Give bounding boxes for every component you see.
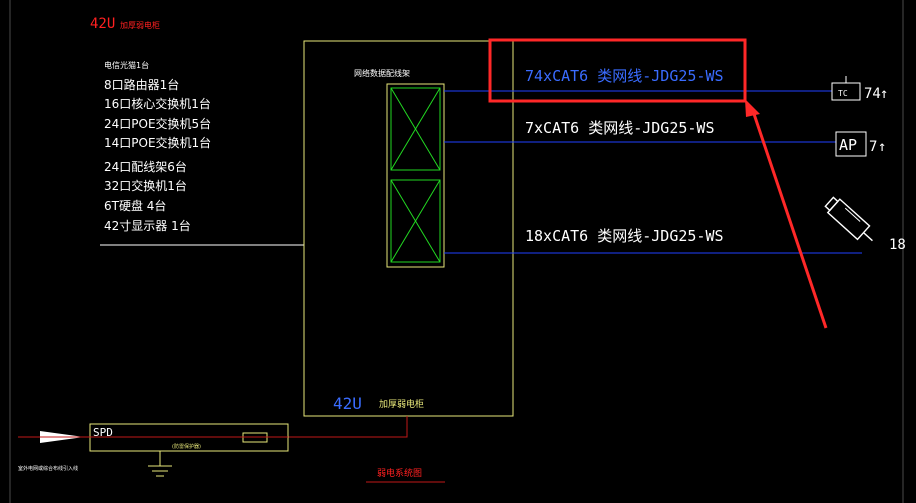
equipment-list: 电信光猫1台 8口路由器1台 16口核心交换机1台 24口POE交换机5台 14… [104,60,211,233]
cabinet-outline [303,40,514,417]
arrow-shaft [750,107,828,329]
incoming-note: 室外电网或综合布线引入线 [18,465,78,472]
rack-frame [386,83,445,268]
equipment-item: 24口配线架6台 [104,159,187,174]
ap-icon [835,131,867,157]
equipment-item: 14口POE交换机1台 [104,135,211,150]
patch-panel-rack [386,83,445,268]
spd-sublabel: (防雷保护器) [172,443,201,450]
tc-up-arrow-icon: ↑ [880,86,888,102]
ap-count: 7 [869,139,877,155]
top-title-size: 42U [90,16,115,32]
diagram-caption: 弱电系统图 [377,467,422,479]
equipment-item: 42寸显示器 1台 [104,218,191,233]
top-title-name: 加厚弱电柜 [120,20,160,30]
top-title: 42U 加厚弱电柜 [90,16,160,32]
equipment-item: 16口核心交换机1台 [104,96,211,111]
cable-label-3: 18xCAT6 类网线-JDG25-WS [525,227,724,245]
highlight-box [488,38,747,103]
patch-panel-lower [390,179,441,263]
equipment-item: 6T硬盘 4台 [104,198,166,213]
equipment-item: 8口路由器1台 [104,77,179,92]
spd-label: SPD [93,426,113,439]
ground-icon [148,451,172,477]
ap-up-arrow-icon: ↑ [878,139,886,155]
patch-panel-upper [390,87,441,171]
patch-panel-lower-cross [390,179,441,263]
camera-icon [824,196,873,242]
cabinet-name-label: 加厚弱电柜 [379,398,424,410]
power-feed-line [288,416,408,438]
camera-lens [824,196,839,212]
endpoint-tc: TC 74 ↑ [831,76,888,102]
arrow-head [745,99,760,117]
cable-label-1: 74xCAT6 类网线-JDG25-WS [525,67,724,85]
cabinet-size-label: 42U [333,394,362,413]
camera-detail [844,207,861,222]
camera-count: 18 [889,237,906,253]
rack-label: 网络数据配线架 [354,68,410,78]
tc-count: 74 [864,86,881,102]
equipment-item: 24口POE交换机5台 [104,116,211,131]
camera-mount [863,232,873,242]
equipment-item: 32口交换机1台 [104,178,187,193]
cable-label-2: 7xCAT6 类网线-JDG25-WS [525,119,715,137]
tc-label: TC [838,89,848,98]
highlight-arrow [745,99,828,329]
equipment-item: 电信光猫1台 [104,60,149,70]
ap-label: AP [839,136,857,154]
endpoint-camera: 18 [824,196,906,253]
endpoint-ap: AP 7 ↑ [835,131,886,157]
patch-panel-upper-cross [390,87,441,171]
